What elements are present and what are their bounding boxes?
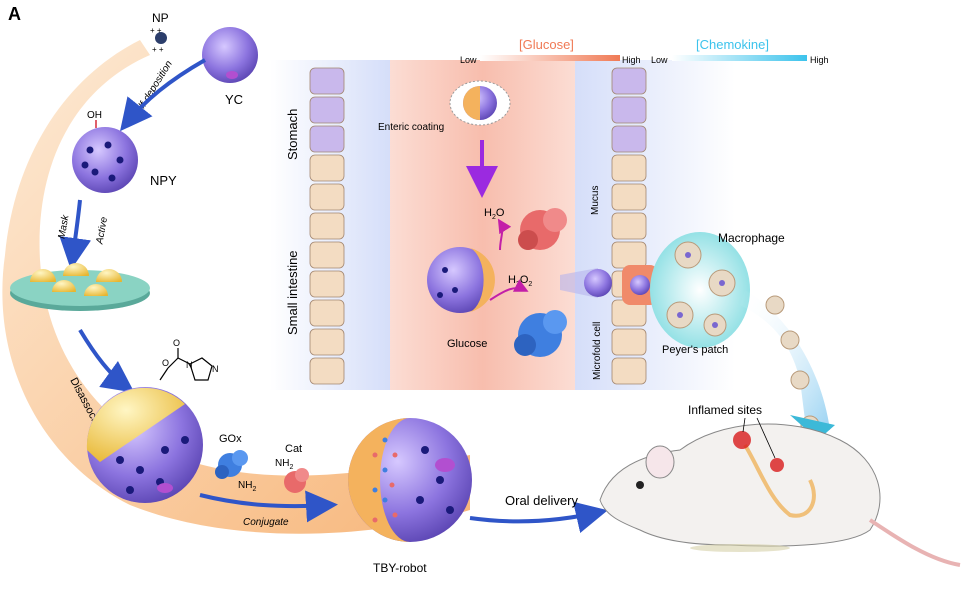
h2o-arrow — [497, 218, 512, 251]
active-label: Active — [94, 216, 110, 246]
masking-plate — [10, 263, 150, 311]
inflamed-pointer-2 — [756, 417, 776, 459]
epithelial-cell — [309, 299, 345, 327]
macrophage-label: Macrophage — [718, 231, 785, 245]
inflamed-sites-label: Inflamed sites — [688, 403, 762, 417]
h2o-label: H2O — [484, 207, 505, 221]
glucose-legend: [Glucose] Low High — [460, 37, 641, 65]
mask-label: Mask — [56, 213, 71, 239]
epithelial-cell — [309, 241, 345, 269]
epithelial-cell — [309, 67, 345, 95]
epithelial-cell — [309, 270, 345, 298]
lumen-robot — [427, 247, 495, 313]
gox-enzyme — [215, 450, 248, 479]
glucose-high-label: High — [622, 55, 641, 65]
epithelial-cell — [611, 183, 647, 211]
chemokine-legend: [Chemokine] Low High — [651, 37, 829, 65]
epithelial-cell — [309, 357, 345, 385]
stomach-label: Stomach — [285, 109, 300, 160]
peyers-patch-label: Peyer's patch — [662, 344, 728, 356]
svg-text:O: O — [173, 338, 180, 348]
epithelial-cell — [309, 125, 345, 153]
microfold-cell-label: Microfold cell — [592, 322, 603, 380]
enteric-coating-label: Enteric coating — [378, 122, 444, 133]
tby-robot-label: TBY-robot — [373, 561, 427, 575]
svg-text:N: N — [186, 360, 193, 370]
oh-label: OH — [87, 110, 102, 121]
gox-protein — [514, 310, 567, 357]
nh2-cat-label: NH2 — [275, 458, 293, 471]
peyers-patch — [650, 232, 750, 348]
epithelial-cell — [611, 241, 647, 269]
mucus-label: Mucus — [590, 186, 601, 215]
svg-text:+ +: + + — [152, 45, 164, 54]
epithelial-cell — [611, 154, 647, 182]
conjugate-arrow — [199, 490, 338, 523]
mouse — [599, 423, 961, 567]
chemokine-high-label: High — [810, 55, 829, 65]
epithelial-cell — [611, 125, 647, 153]
small-intestine-label: Small intestine — [285, 250, 300, 335]
epithelial-cell — [309, 328, 345, 356]
epithelial-cell — [309, 96, 345, 124]
cat-enzyme — [284, 468, 309, 493]
yc-label: YC — [225, 92, 243, 107]
imidazole-structure: O O N N — [159, 338, 219, 381]
nh2-gox-label: NH2 — [238, 480, 256, 493]
np-particle: + + + + — [150, 26, 167, 54]
yc-yeast-cell — [202, 27, 258, 83]
epithelial-cell — [611, 357, 647, 385]
migration-trail — [740, 290, 830, 430]
gox-label: GOx — [219, 433, 242, 445]
svg-text:N: N — [212, 364, 219, 374]
epithelial-cell — [611, 67, 647, 95]
h2o2-arrow — [489, 279, 529, 301]
glucose-legend-title: [Glucose] — [519, 37, 574, 52]
oral-delivery-arrow — [469, 501, 608, 533]
conjugate-label: Conjugate — [243, 517, 289, 528]
chemokine-legend-title: [Chemokine] — [696, 37, 769, 52]
svg-text:O: O — [162, 358, 169, 368]
epithelial-cell — [309, 212, 345, 240]
inflamed-pointer-1 — [742, 417, 746, 433]
npy-label: NPY — [150, 173, 177, 188]
np-label: NP — [152, 11, 169, 25]
chemokine-low-label: Low — [651, 55, 668, 65]
panel-label: A — [8, 4, 21, 24]
svg-text:+ +: + + — [150, 26, 162, 35]
epithelial-cell — [611, 328, 647, 356]
glucose-low-label: Low — [460, 55, 477, 65]
mask-arrow — [59, 199, 92, 270]
enteric-capsule — [449, 80, 511, 126]
epithelial-cell — [611, 96, 647, 124]
glucose-label: Glucose — [447, 338, 487, 350]
oral-delivery-label: Oral delivery — [505, 493, 578, 508]
self-deposition-arrow — [120, 58, 206, 132]
cat-label: Cat — [285, 443, 302, 455]
epithelial-cell — [309, 154, 345, 182]
microfold-cell — [622, 265, 658, 305]
disassociate-arrow — [78, 328, 135, 393]
transit-robot — [560, 268, 612, 298]
tby-robot — [348, 418, 472, 542]
catalase-protein — [518, 208, 567, 250]
epithelial-cell — [611, 212, 647, 240]
npy-particle — [72, 120, 138, 193]
epithelial-cell — [309, 183, 345, 211]
capped-yeast — [86, 387, 203, 503]
